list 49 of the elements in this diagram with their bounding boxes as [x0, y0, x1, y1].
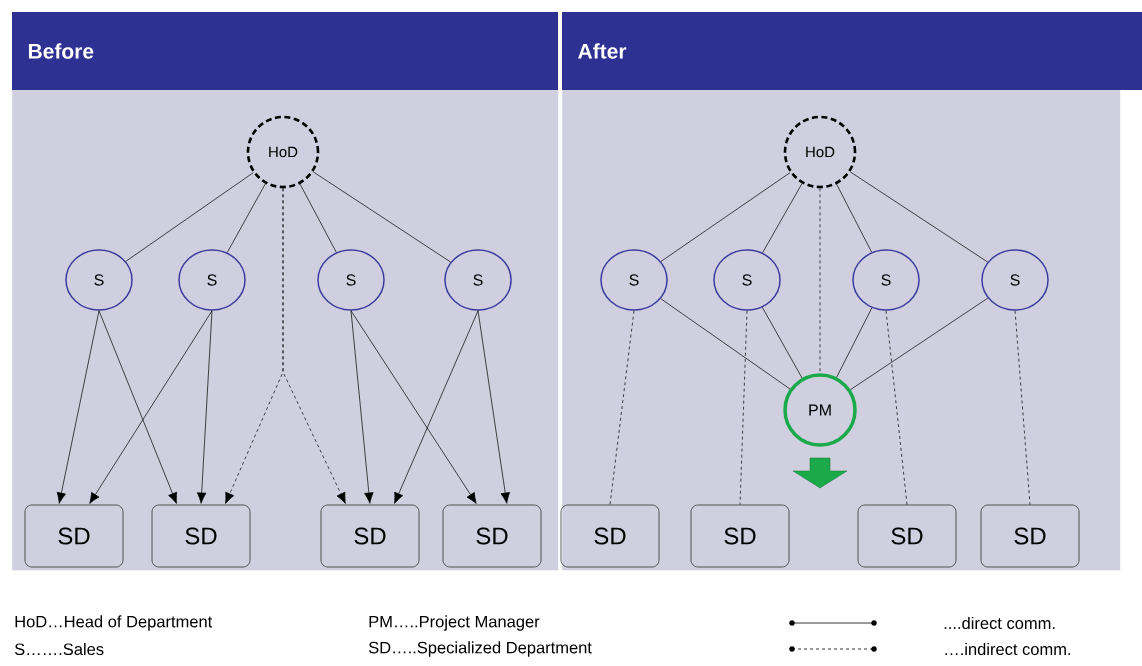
connector-line — [762, 183, 803, 254]
circle-node: S — [317, 249, 385, 311]
arrow — [89, 310, 213, 504]
legend-text: HoD…Head of Department — [15, 615, 213, 631]
legend-text: ….indirect comm. — [945, 642, 1071, 656]
connector-line — [1014, 310, 1031, 505]
arrow — [477, 310, 510, 504]
circle-node: S — [65, 249, 133, 311]
connector-line — [739, 310, 748, 505]
connector-line — [850, 171, 988, 263]
connector-line — [850, 297, 989, 390]
circle-node: S — [600, 249, 668, 311]
connector-line — [299, 183, 337, 253]
connector-line — [226, 183, 266, 253]
connector-line — [836, 307, 873, 378]
rounded-box: SD — [151, 504, 251, 568]
connector-line — [660, 298, 791, 390]
arrow — [98, 310, 178, 504]
connector-line — [762, 307, 803, 379]
rounded-box: SD — [690, 504, 790, 568]
rounded-box: SD — [24, 504, 124, 568]
circle-node: S — [713, 249, 781, 311]
connector-line — [836, 183, 872, 253]
rounded-box: SD — [320, 504, 420, 568]
connector-line — [819, 187, 821, 374]
connector-line — [609, 310, 635, 505]
circle-node: S — [981, 249, 1049, 311]
rounded-box: SD — [980, 504, 1080, 568]
arrow — [56, 310, 100, 504]
arrow — [350, 310, 477, 504]
connector-line — [313, 171, 451, 263]
legend-text: ....direct comm. — [944, 616, 1055, 630]
rounded-box: SD — [857, 504, 957, 568]
circle-node: S — [444, 249, 512, 311]
circle-node: PM — [783, 373, 857, 447]
arrow — [282, 187, 346, 504]
arrow — [394, 310, 479, 504]
rounded-box: SD — [442, 504, 542, 568]
circle-node: S — [852, 249, 920, 311]
arrow — [196, 310, 213, 504]
legend-text: PM…..Project Manager — [369, 615, 540, 631]
legend-text: SD…..Specialized Department — [368, 641, 592, 657]
connector-line — [660, 172, 791, 262]
arrow — [350, 310, 374, 504]
connector-line — [885, 310, 908, 505]
rounded-box: SD — [560, 504, 660, 568]
legend-text: S…….Sales — [14, 642, 104, 656]
circle-node: S — [178, 249, 246, 311]
connector-line — [125, 172, 254, 262]
